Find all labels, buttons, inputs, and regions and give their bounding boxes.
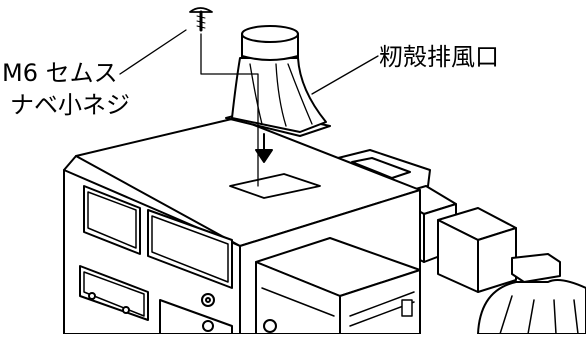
- down-arrow: [255, 133, 273, 163]
- front-unit: [255, 237, 421, 335]
- front-windows: [83, 185, 233, 289]
- screw-guide-line: [200, 33, 259, 187]
- lower-panels: [79, 265, 233, 335]
- outlet-label: 籾殻排風口: [379, 43, 499, 71]
- bag-container: [477, 253, 586, 335]
- exhaust-outlet: [225, 25, 331, 137]
- mounting-opening: [229, 173, 321, 199]
- outlet-leader-line: [311, 55, 379, 95]
- screw-leader-line: [119, 29, 187, 75]
- screw-label-line1: M6 セムス: [2, 59, 118, 87]
- screw-label-line2: ナベ小ネジ: [10, 91, 130, 119]
- side-box-2: [437, 207, 517, 293]
- screw-icon: [189, 7, 213, 32]
- knobs: [88, 292, 215, 332]
